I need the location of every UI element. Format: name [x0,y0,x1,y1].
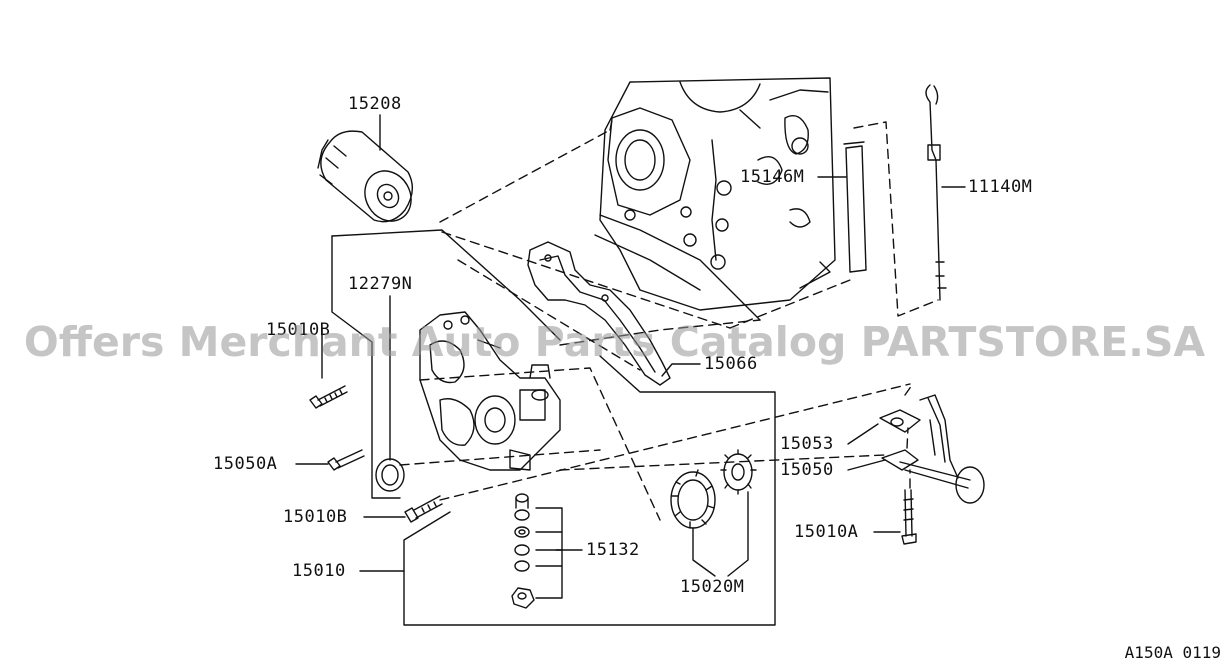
part-label-15010B-top: 15010B [266,320,331,340]
strainer-15050 [882,395,984,503]
bolt-15010A [902,490,916,544]
part-label-12279N: 12279N [348,274,413,294]
gear-inner-15020M [721,450,756,494]
dipstick-guide-15146M [844,142,866,272]
watermark-text: Offers Merchant Auto Parts Catalog PARTS… [23,318,1206,366]
part-label-15010B-bottom: 15010B [283,507,348,527]
relief-valve-15132 [512,494,534,608]
bolt-15010B-top [310,386,347,408]
part-label-15020M: 15020M [680,577,745,597]
part-label-15050: 15050 [780,460,834,480]
bolt-15050A [328,450,364,470]
part-label-15010A: 15010A [794,522,859,542]
reference-box-left [332,230,560,498]
part-label-15132: 15132 [586,540,640,560]
part-label-15146M: 15146M [740,167,805,187]
oil-filter-15208 [318,131,420,229]
part-label-15053: 15053 [780,434,834,454]
dashed-guides [400,120,938,520]
part-label-15208: 15208 [348,94,402,114]
gear-outer-15020M [671,470,715,528]
part-label-15050A: 15050A [213,454,278,474]
gasket-15053 [880,410,920,432]
part-label-15066: 15066 [704,354,758,374]
seal-12279N [376,459,404,491]
bolt-15010B-bottom [405,496,442,522]
part-label-15010: 15010 [292,561,346,581]
part-label-11140M: 11140M [968,177,1033,197]
reference-box-bottom [404,356,775,625]
gasket-15066 [528,242,670,385]
diagram-code: A150A 0119 [1124,643,1221,662]
leader-lines [296,115,965,598]
engine-block [595,78,835,320]
dipstick-11140M [926,85,946,300]
